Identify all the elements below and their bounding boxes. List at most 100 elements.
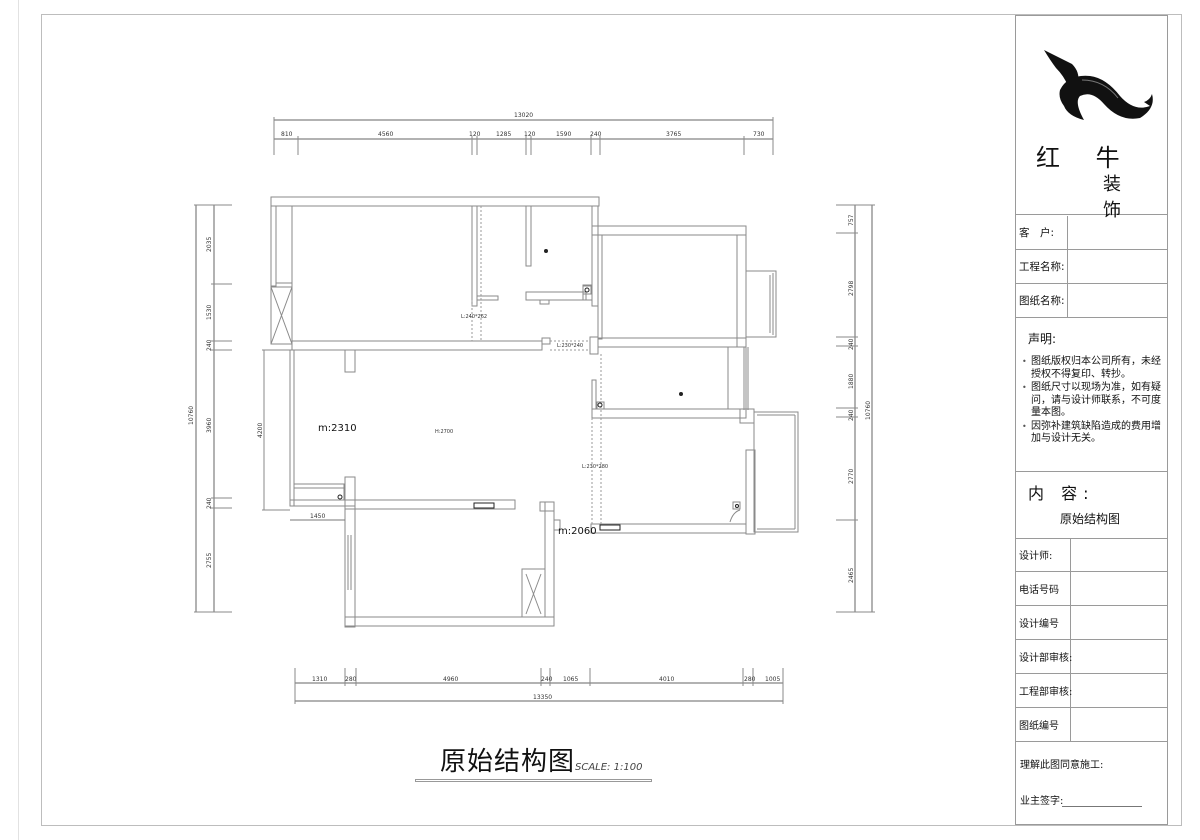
dim-right-seg: 2798 bbox=[848, 281, 855, 296]
engineering-review-field[interactable] bbox=[1071, 674, 1167, 707]
dim-top-seg: 120 bbox=[469, 131, 481, 138]
dim-bottom-seg: 1005 bbox=[765, 676, 780, 683]
sign-off-section: 理解此图同意施工: 业主签字: bbox=[1016, 742, 1167, 824]
dim-top-seg: 120 bbox=[524, 131, 536, 138]
engineering-review-row: 工程部审核: bbox=[1016, 674, 1167, 708]
dim-bottom-seg: 280 bbox=[744, 676, 756, 683]
declaration-item: 因弥补建筑缺陷造成的费用增加与设计无关。 bbox=[1022, 421, 1164, 446]
project-name-row: 工程名称: bbox=[1016, 250, 1167, 284]
drawing-name-row: 图纸名称: bbox=[1016, 284, 1167, 318]
content-title: 内 容: bbox=[1028, 484, 1095, 503]
drawing-number-row: 图纸编号 bbox=[1016, 708, 1167, 742]
design-number-label: 设计编号 bbox=[1016, 606, 1071, 639]
declaration-item: 图纸版权归本公司所有，未经授权不得复印、转抄。 bbox=[1022, 356, 1164, 381]
plan-annotations: m:2310 m:2060 H:2700 L:240*262 L:230*240… bbox=[318, 314, 608, 537]
dim-right-seg: 2465 bbox=[848, 568, 855, 583]
drawing-number-label: 图纸编号 bbox=[1016, 708, 1071, 741]
company-name-secondary: 装 饰 bbox=[1103, 174, 1129, 221]
declaration-section: 声明: 图纸版权归本公司所有，未经授权不得复印、转抄。 图纸尺寸以现场为准，如有… bbox=[1016, 318, 1167, 472]
content-value: 原始结构图 bbox=[1060, 512, 1121, 526]
dim-left-seg: 2035 bbox=[206, 237, 213, 252]
drawing-scale: SCALE: 1:100 bbox=[575, 762, 643, 773]
dim-right-seg: 2770 bbox=[848, 469, 855, 484]
phone-label: 电话号码 bbox=[1016, 572, 1071, 605]
right-dimension-chain bbox=[836, 204, 875, 613]
client-field[interactable] bbox=[1068, 216, 1167, 249]
design-review-row: 设计部审核: bbox=[1016, 640, 1167, 674]
walls bbox=[270, 196, 799, 628]
client-label: 客 户: bbox=[1016, 216, 1068, 249]
room-height-label-b: m:2060 bbox=[558, 526, 597, 537]
dim-left-seg: 3960 bbox=[206, 418, 213, 433]
beams bbox=[471, 206, 602, 524]
ceiling-height-label: H:2700 bbox=[435, 429, 453, 435]
dim-right-seg: 1880 bbox=[848, 374, 855, 389]
title-block: 红 牛 装 饰 客 户: 工程名称: 图纸名称: 声明: 图纸版权归本公司所有，… bbox=[1015, 15, 1168, 825]
drawing-name-label: 图纸名称: bbox=[1016, 284, 1068, 317]
dim-top-seg: 3765 bbox=[666, 131, 681, 138]
declaration-title: 声明: bbox=[1028, 332, 1057, 346]
owner-signature-line[interactable] bbox=[1062, 806, 1142, 807]
floor-plan: 13020 810 4560 120 1285 120 1590 240 376… bbox=[188, 112, 875, 704]
title-underline bbox=[415, 779, 652, 782]
designer-label: 设计师: bbox=[1016, 538, 1071, 571]
designer-field[interactable] bbox=[1071, 538, 1167, 571]
dim-top-seg: 1285 bbox=[496, 131, 511, 138]
designer-row: 设计师: bbox=[1016, 538, 1167, 572]
dim-left-inner: 4200 bbox=[257, 423, 264, 438]
dim-bottom-seg: 240 bbox=[541, 676, 553, 683]
sheet-edge-line bbox=[18, 0, 19, 840]
client-row: 客 户: bbox=[1016, 216, 1167, 250]
dim-top-seg: 4560 bbox=[378, 131, 393, 138]
content-section: 内 容: 原始结构图 bbox=[1016, 472, 1167, 539]
dim-right-total: 10760 bbox=[865, 401, 872, 420]
dim-left-seg: 1530 bbox=[206, 305, 213, 320]
drawing-number-field[interactable] bbox=[1071, 708, 1167, 741]
approve-construction-text: 理解此图同意施工: bbox=[1020, 760, 1104, 771]
engineering-review-label: 工程部审核: bbox=[1016, 674, 1072, 707]
bottom-dimension-chain bbox=[294, 668, 784, 704]
dim-right-seg: 240 bbox=[848, 409, 855, 421]
dim-left-seg: 2755 bbox=[206, 553, 213, 568]
dim-top-seg: 1590 bbox=[556, 131, 571, 138]
project-name-field[interactable] bbox=[1068, 250, 1167, 283]
top-dimension-chain bbox=[273, 117, 774, 155]
dim-right-seg: 757 bbox=[848, 214, 855, 226]
dim-top-seg: 810 bbox=[281, 131, 293, 138]
dim-top-total: 13020 bbox=[514, 112, 533, 119]
design-review-label: 设计部审核: bbox=[1016, 640, 1072, 673]
declaration-item: 图纸尺寸以现场为准，如有疑问，请与设计师联系，不可度量本图。 bbox=[1022, 382, 1164, 420]
dim-bottom-seg: 4960 bbox=[443, 676, 458, 683]
design-review-field[interactable] bbox=[1071, 640, 1167, 673]
drawing-title: 原始结构图 bbox=[440, 747, 576, 777]
left-dimension-chain bbox=[194, 204, 290, 613]
project-name-label: 工程名称: bbox=[1016, 250, 1068, 283]
dim-top-seg: 730 bbox=[753, 131, 765, 138]
drawing-frame bbox=[41, 14, 1182, 826]
company-name-primary: 红 牛 bbox=[1036, 144, 1134, 172]
dim-left-seg: 240 bbox=[206, 339, 213, 351]
drawing-name-field[interactable] bbox=[1068, 284, 1167, 317]
dim-right-seg: 240 bbox=[848, 338, 855, 350]
bull-logo-icon bbox=[1044, 50, 1153, 120]
design-number-field[interactable] bbox=[1071, 606, 1167, 639]
room-height-label-a: m:2310 bbox=[318, 423, 357, 434]
dim-balcony: 1450 bbox=[310, 513, 325, 520]
dim-left-seg: 240 bbox=[206, 497, 213, 509]
beam-label-1: L:240*262 bbox=[461, 314, 487, 320]
dim-left-total: 10760 bbox=[188, 406, 195, 425]
dimension-labels: 13020 810 4560 120 1285 120 1590 240 376… bbox=[188, 112, 872, 701]
dim-top-seg: 240 bbox=[590, 131, 602, 138]
company-logo-area: 红 牛 装 饰 bbox=[1016, 16, 1167, 221]
owner-sign-label: 业主签字: bbox=[1020, 796, 1064, 807]
beam-label-3: L:230*280 bbox=[582, 464, 608, 470]
declaration-list: 图纸版权归本公司所有，未经授权不得复印、转抄。 图纸尺寸以现场为准，如有疑问，请… bbox=[1022, 356, 1164, 447]
dim-bottom-seg: 1310 bbox=[312, 676, 327, 683]
fixtures bbox=[337, 249, 741, 531]
dim-bottom-seg: 4010 bbox=[659, 676, 674, 683]
beam-label-2: L:230*240 bbox=[557, 343, 583, 349]
phone-row: 电话号码 bbox=[1016, 572, 1167, 606]
dim-bottom-total: 13350 bbox=[533, 694, 552, 701]
design-number-row: 设计编号 bbox=[1016, 606, 1167, 640]
phone-field[interactable] bbox=[1071, 572, 1167, 605]
